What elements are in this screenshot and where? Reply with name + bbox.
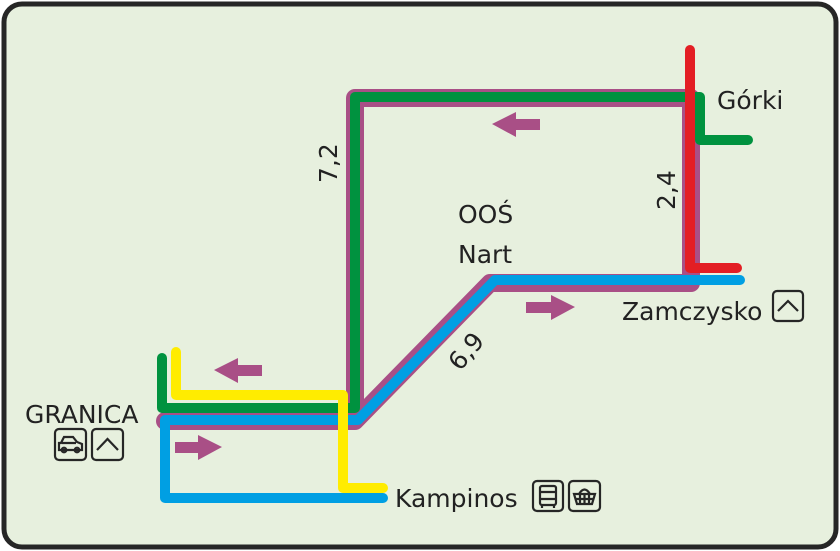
arrow-left-icon: [492, 112, 540, 137]
arrow-right-icon: [175, 435, 222, 460]
shop-basket-icon: [567, 479, 602, 513]
distance-right: 2,4: [652, 170, 681, 210]
place-granica: GRANICA: [25, 400, 138, 429]
car-icon: [53, 427, 88, 462]
place-gorki: Górki: [717, 86, 783, 115]
arrow-left-icon: [214, 358, 262, 383]
red-trail: [685, 45, 742, 273]
shelter-icon: [90, 427, 125, 462]
place-zamczysko: Zamczysko: [622, 297, 762, 326]
distance-left: 7,2: [314, 143, 343, 183]
place-nart: Nart: [458, 240, 512, 269]
shelter-icon: [771, 289, 805, 323]
arrow-right-icon: [526, 295, 575, 320]
green-trail: [157, 92, 753, 413]
yellow-trail: [171, 347, 388, 493]
place-oos: OOŚ: [458, 199, 513, 229]
blue-trail: [160, 275, 745, 503]
place-kampinos: Kampinos: [395, 484, 518, 513]
bus-icon: [531, 479, 565, 513]
